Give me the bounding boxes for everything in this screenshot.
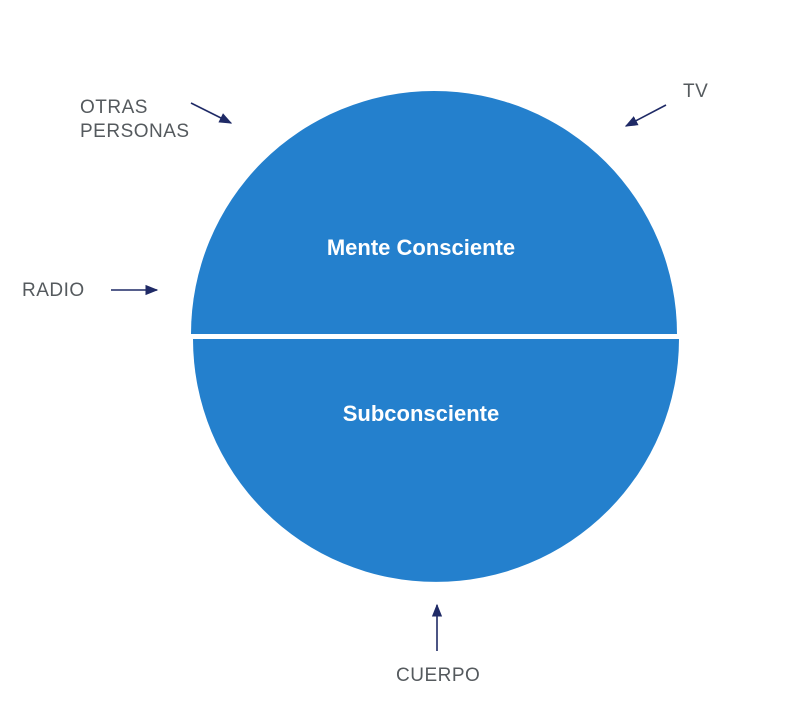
subconscious-label: Subconsciente xyxy=(342,401,500,426)
tv-label: TV xyxy=(683,81,709,102)
conscious-mind-label: Mente Consciente xyxy=(326,235,516,260)
cuerpo-label: CUERPO xyxy=(396,665,481,686)
otras-personas-line-2: PERSONAS xyxy=(80,121,190,142)
conscious-mind-half xyxy=(191,91,677,334)
arrow-tv xyxy=(624,104,667,127)
otras-personas-label: OTRAS PERSONAS xyxy=(80,96,190,144)
arrow-otras-personas xyxy=(190,102,233,124)
radio-label: RADIO xyxy=(22,280,85,301)
subconscious-half xyxy=(193,339,679,582)
otras-personas-line-1: OTRAS xyxy=(80,97,148,118)
